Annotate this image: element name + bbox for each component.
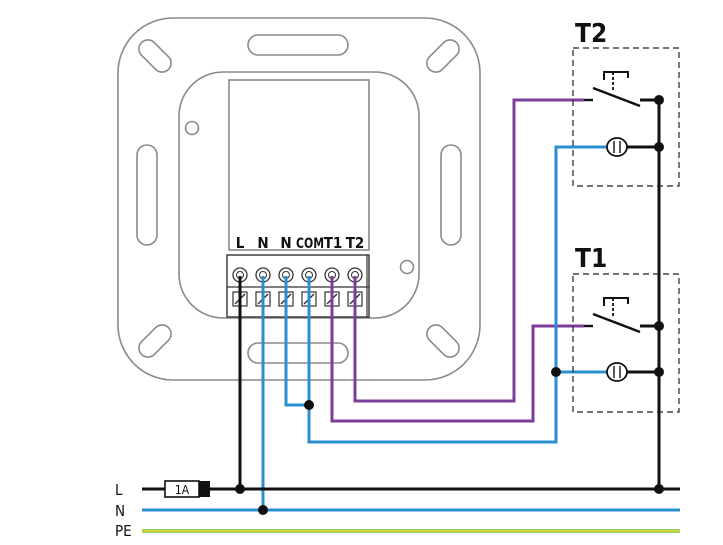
- wire-n2-to-com: [284, 276, 309, 407]
- top-slot-hole: [247, 34, 349, 56]
- junction-sensor-t1: [551, 367, 561, 377]
- terminal-block: [226, 254, 370, 318]
- corner-hole-tr: [426, 39, 460, 73]
- junction-live-riser: [654, 484, 664, 494]
- sensor-icon-t1: [606, 362, 628, 382]
- junction-t1-sensor: [654, 367, 664, 377]
- supply-labels: L N PE: [115, 481, 132, 540]
- left-slot-hole: [136, 144, 158, 246]
- switch-title-t1: T1: [575, 244, 607, 274]
- wire-com-sensor: [307, 145, 607, 444]
- terminal-label-t1: T1: [324, 234, 343, 252]
- corner-hole-tl: [138, 39, 172, 73]
- switch-contact-t1: [584, 297, 641, 334]
- corner-hole-br: [426, 324, 460, 358]
- fuse-label: 1A: [175, 483, 190, 497]
- supply-label-n: N: [115, 502, 125, 520]
- switch-title-t2: T2: [575, 19, 607, 49]
- bottom-slot-hole: [247, 342, 349, 364]
- supply-label-pe: PE: [115, 522, 132, 540]
- fuse: 1A: [164, 480, 210, 498]
- junction-t1-contact: [654, 321, 664, 331]
- sensor-icon-t2: [606, 137, 628, 157]
- wire-t1-control: [330, 276, 584, 423]
- junction-t2-contact: [654, 95, 664, 105]
- right-slot-hole: [440, 144, 462, 246]
- supply-label-l: L: [115, 481, 123, 499]
- device-frame: [117, 17, 481, 381]
- module-cover: [228, 79, 370, 251]
- switch-box-t1: T1: [572, 244, 680, 413]
- junction-t2-sensor: [654, 142, 664, 152]
- junction-neutral: [258, 505, 268, 515]
- junction-com: [304, 400, 314, 410]
- switch-box-t2: T2: [572, 19, 680, 187]
- outer-frame: [117, 17, 481, 381]
- junctions: [235, 95, 664, 515]
- junction-live: [235, 484, 245, 494]
- corner-hole-bl: [138, 324, 172, 358]
- wire-t2-control: [353, 98, 584, 403]
- terminal-labels: L N N COM T1 T2: [236, 234, 365, 252]
- terminal-label-com: COM: [296, 236, 324, 252]
- screw-hole-right: [399, 259, 415, 275]
- terminal-label-t2: T2: [346, 234, 365, 252]
- inner-module: [178, 71, 420, 319]
- screw-hole-left: [184, 120, 200, 136]
- terminal-label-n1: N: [257, 234, 268, 252]
- switch-contact-t2: [584, 71, 641, 108]
- terminal-label-l: L: [236, 234, 245, 252]
- terminal-label-n2: N: [280, 234, 291, 252]
